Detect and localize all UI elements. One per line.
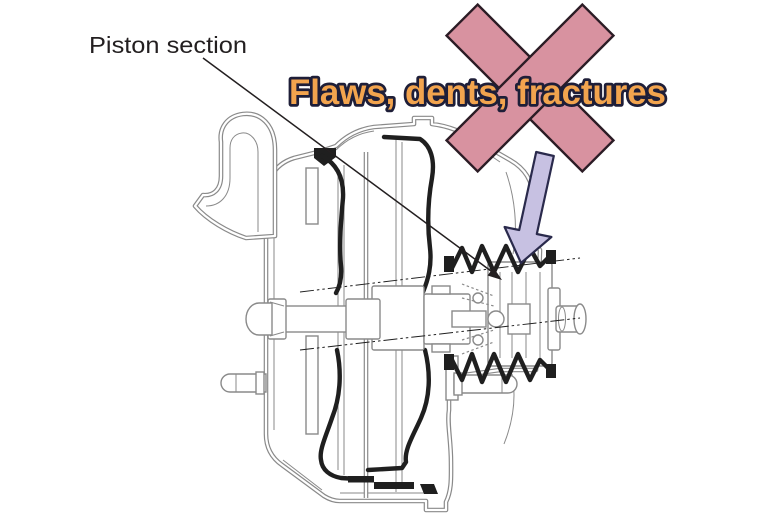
boot-clamp-top-right (546, 250, 556, 264)
vacuum-tube-bore-line (205, 132, 259, 232)
warning-text: Flaws, dents, fractures (289, 73, 666, 112)
rear-diaphragm-lower (365, 347, 431, 473)
cross-bar-nw-se (444, 2, 616, 174)
front-diaphragm-bead (348, 476, 374, 483)
stud-left-shank (220, 373, 267, 393)
boot-top (449, 243, 553, 275)
boot-bottom (449, 351, 553, 385)
piston-callout: Piston section (89, 32, 502, 280)
input-rod-collar (558, 306, 566, 332)
stud-left-flange (255, 371, 265, 395)
booster-shell (266, 118, 540, 510)
input-rod-ball-end (487, 310, 505, 328)
boot-bellows (444, 243, 556, 385)
centerline-upper (299, 257, 581, 293)
spring-seat-upper (472, 292, 484, 304)
rear-diaphragm-edge-seal (420, 484, 438, 494)
valve-rod-link (451, 310, 487, 328)
valve-springs (461, 283, 495, 355)
rear-diaphragm-upper (381, 134, 436, 295)
mounting-stud-left (220, 371, 267, 395)
input-rod-end (573, 303, 587, 335)
output-rod-sleeve (345, 298, 381, 340)
output-push-rod (245, 298, 381, 340)
shell-rib-upper (305, 167, 319, 225)
hub-key-lower (431, 343, 451, 353)
boot-clamp-bottom-left (444, 354, 454, 370)
spring-seat-lower (472, 334, 484, 346)
prohibition-cross-icon (444, 2, 616, 174)
down-left-arrow-icon (503, 150, 555, 265)
valve-body-piston-section (451, 261, 561, 367)
centerline-lower (299, 317, 581, 351)
booster-cross-section-drawing (195, 114, 587, 510)
shell-rib-lower (305, 335, 319, 435)
output-rod-end-cap (245, 302, 273, 336)
output-rod-shaft (283, 305, 349, 333)
boot-clamp-top-left (444, 256, 454, 272)
valve-plunger (507, 303, 531, 335)
boot-clamp-bottom-right (546, 364, 556, 378)
power-piston-hub (371, 285, 471, 353)
vacuum-hose-connector (195, 114, 275, 238)
rear-diaphragm-bead (374, 482, 414, 489)
leader-line (202, 57, 496, 275)
shell-bottom-inner-line (282, 459, 424, 494)
hub-key-upper (431, 285, 451, 295)
piston-section-label: Piston section (89, 32, 247, 58)
input-push-rod (555, 303, 587, 335)
front-diaphragm-upper (319, 153, 346, 296)
rear-diaphragm (365, 134, 438, 494)
front-diaphragm-lower (318, 347, 360, 482)
leader-arrowhead-icon (487, 267, 502, 280)
